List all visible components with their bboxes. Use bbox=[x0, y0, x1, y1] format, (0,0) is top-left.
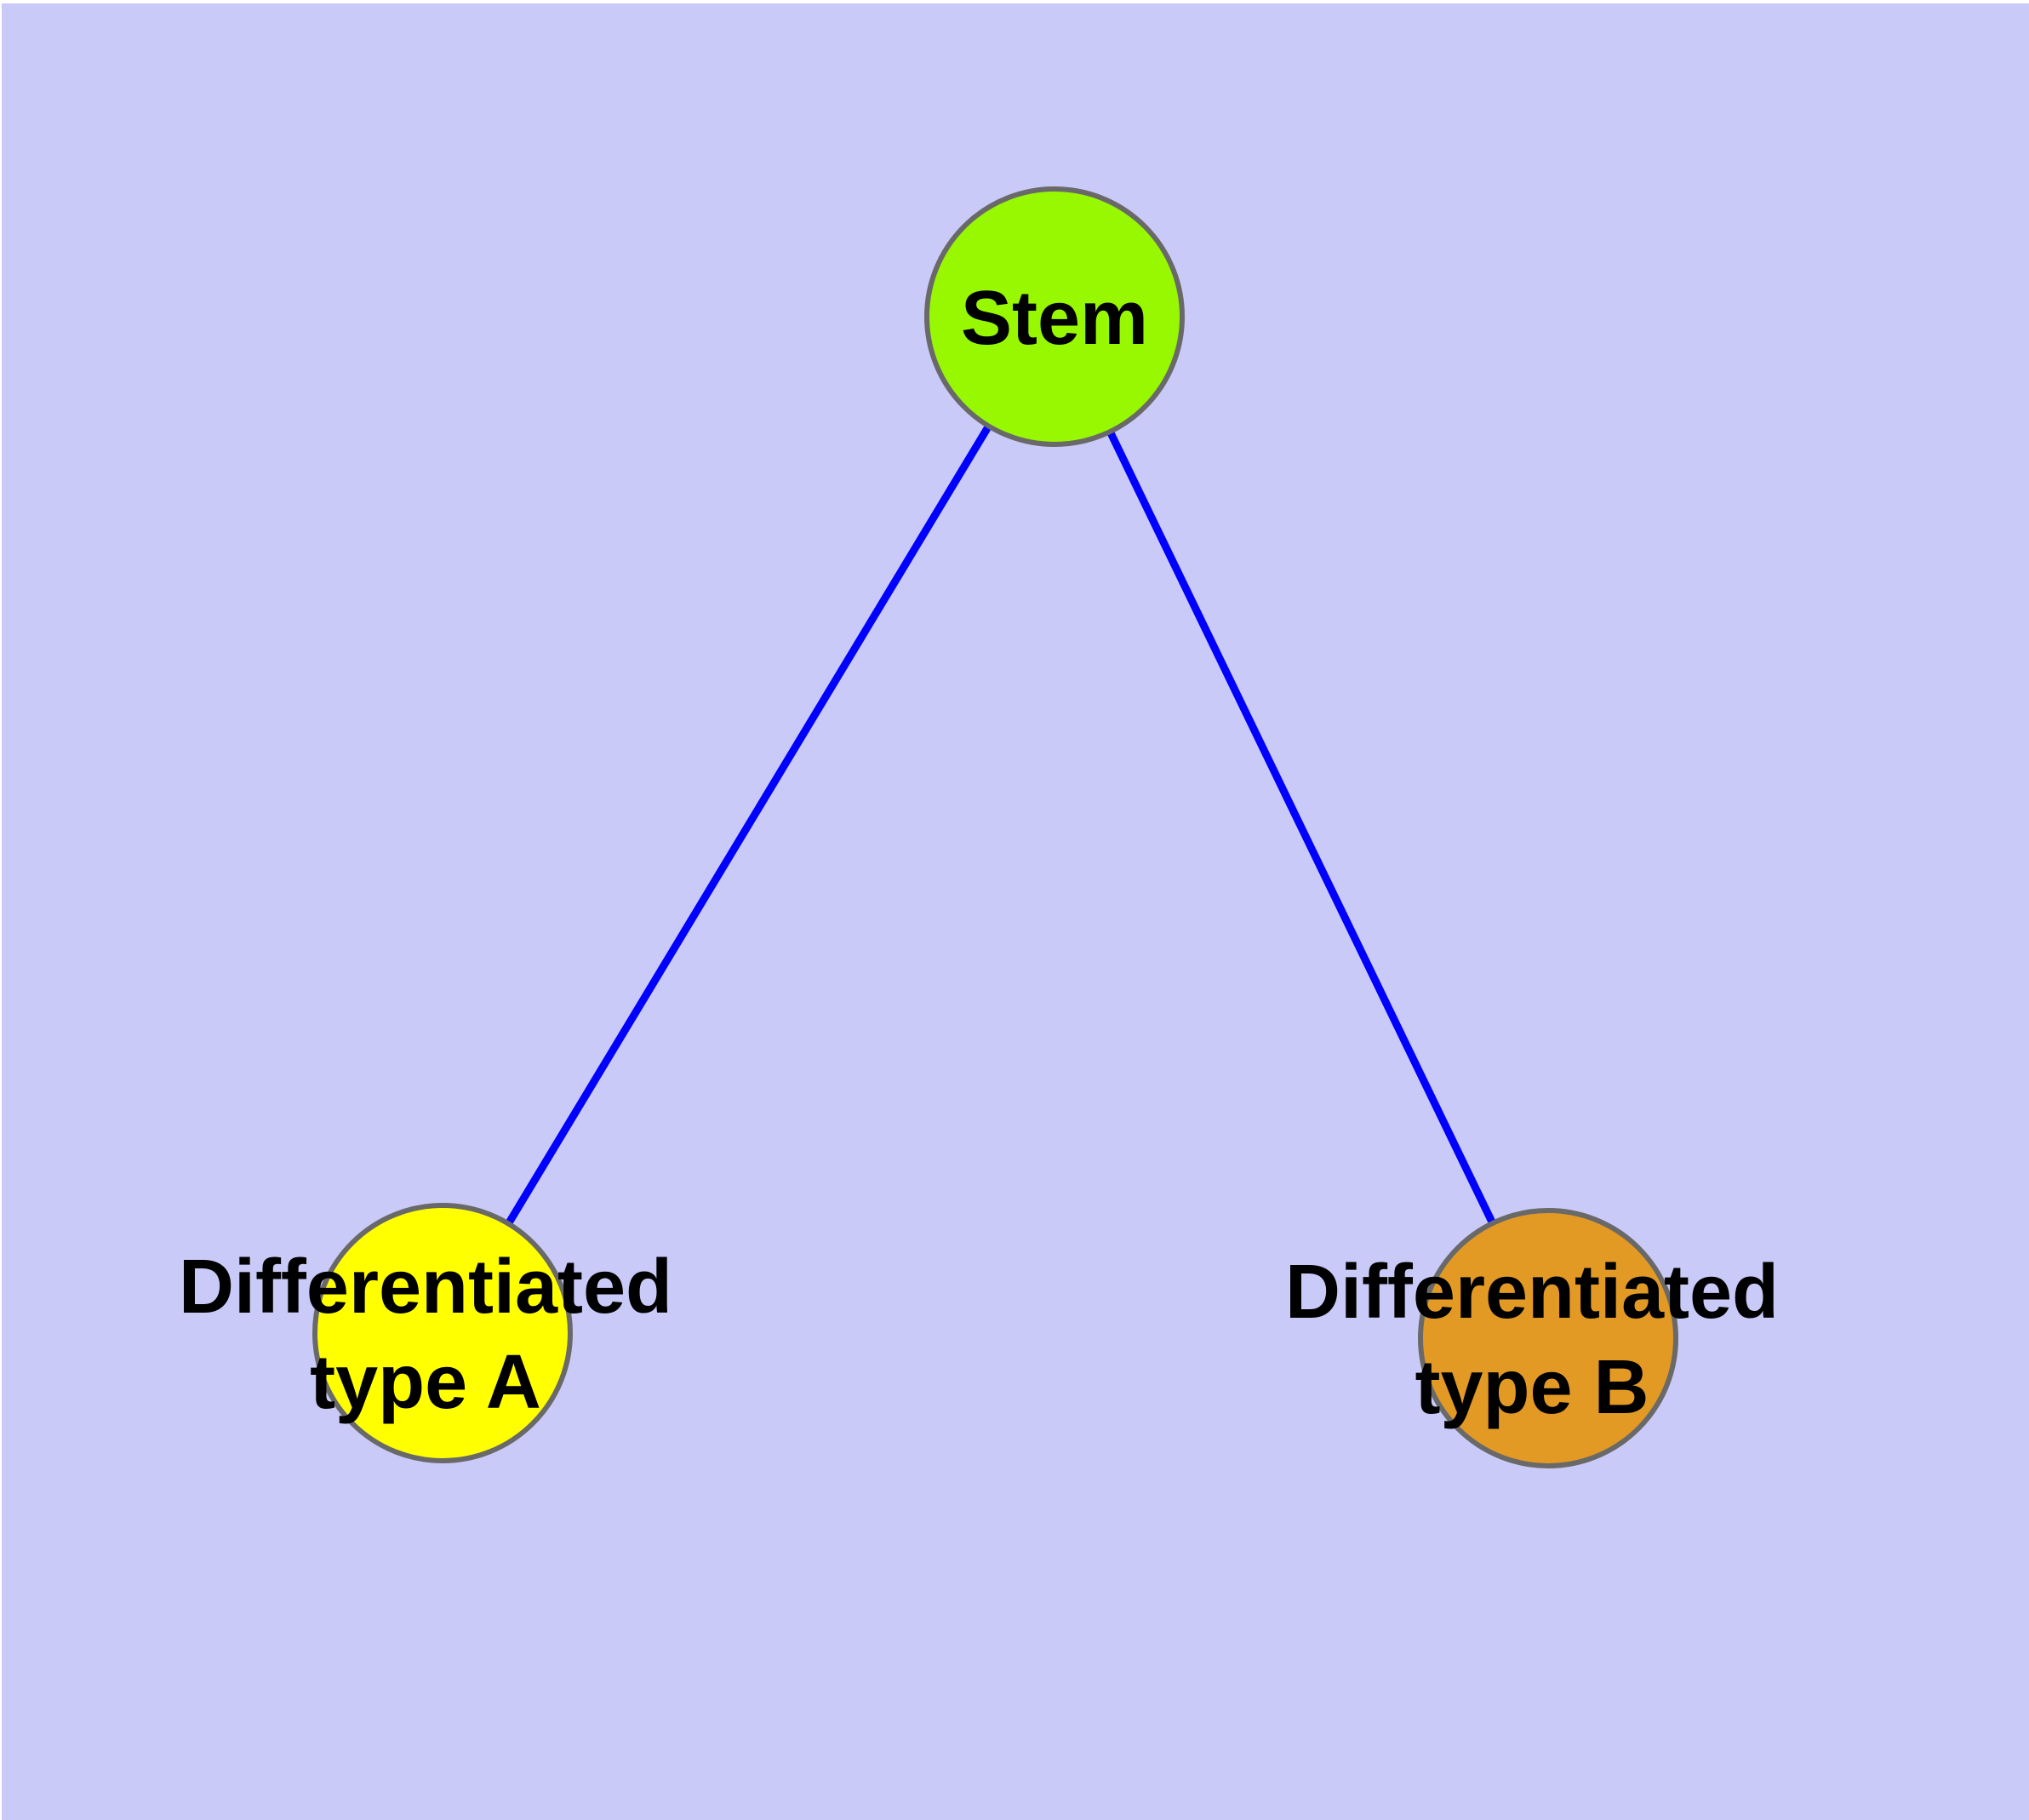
node-stem-label: Stem bbox=[961, 276, 1148, 361]
node-differentiated-type-a-label-line-2: type A bbox=[310, 1340, 541, 1425]
node-differentiated-type-a-label: Differentiated type A bbox=[179, 1245, 672, 1425]
edge-stem-to-differentiated-type-a bbox=[439, 314, 1058, 1336]
node-stem-label-line-1: Stem bbox=[961, 276, 1148, 361]
node-stem bbox=[924, 186, 1185, 447]
edge-stem-to-differentiated-type-b bbox=[1050, 315, 1552, 1340]
node-differentiated-type-b-label: Differentiated type B bbox=[1285, 1250, 1779, 1430]
node-differentiated-type-b-label-line-1: Differentiated bbox=[1285, 1250, 1779, 1335]
node-differentiated-type-a-label-line-1: Differentiated bbox=[179, 1245, 672, 1330]
node-differentiated-type-b bbox=[1418, 1208, 1678, 1468]
node-differentiated-type-b-label-line-2: type B bbox=[1415, 1345, 1649, 1430]
node-differentiated-type-a bbox=[312, 1203, 573, 1463]
